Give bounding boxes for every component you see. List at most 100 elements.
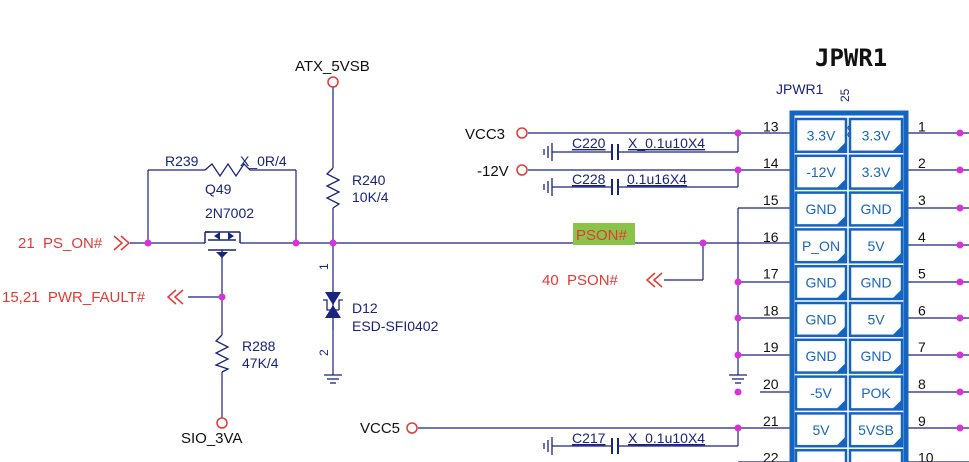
connector-pin-name-right: GND [860, 201, 891, 217]
connector-pin-name-right: GND [860, 275, 891, 291]
connector-pin-name-left: GND [805, 348, 836, 364]
c220-capacitor: C220 X_0.1u10X4 [572, 135, 705, 160]
connector-cell-right [848, 154, 904, 190]
connector-corner-mark [836, 178, 846, 189]
connector-pin-name-left: 5V [812, 422, 830, 438]
connector-pin-number-left: 18 [763, 302, 779, 318]
connector-title: JPWR1 [815, 44, 887, 72]
ps-on-arrow-2 [120, 235, 131, 251]
pwr-fault-arrow-1 [166, 289, 177, 305]
pwr-fault-label: 15,21 PWR_FAULT# [2, 289, 146, 306]
pwr-fault-arrow-2 [173, 289, 184, 305]
vcc3-port [516, 127, 528, 139]
r240-ref: R240 [352, 172, 386, 188]
connector-pin-number-right: 2 [918, 155, 926, 171]
atx-5vsb-port [327, 76, 339, 88]
r240-resistor: R240 10K/4 [325, 167, 389, 209]
connector-corner-mark [892, 325, 902, 336]
connector-corner-mark [892, 362, 902, 373]
pson-arrow-2 [652, 272, 663, 288]
ground-symbols [324, 143, 747, 455]
connector-cell-left [794, 191, 848, 227]
vcc5-label: VCC5 [360, 420, 400, 437]
connector-corner-mark [892, 289, 902, 299]
d12-value: ESD-SFI0402 [352, 318, 439, 334]
connector-pin-number-right: 6 [918, 302, 926, 318]
connector-ref: JPWR1 [776, 81, 824, 97]
connector-pin-number-right: 7 [918, 339, 926, 355]
vcc3-label: VCC3 [465, 126, 505, 143]
connector-pin-name-right: 5V [867, 311, 885, 327]
r239-ref: R239 [165, 153, 199, 169]
connector-cell-left [794, 301, 848, 338]
connector-cell-right [848, 228, 904, 264]
connector-pin-name-right: POK [861, 385, 891, 401]
pson-ref-label: 40 PSON# [542, 272, 619, 289]
junctions [144, 129, 964, 432]
c217-ref: C217 [572, 430, 606, 446]
connector-pin-number-right: 1 [918, 118, 926, 134]
connector-pin-name-left: P_ON [802, 238, 840, 254]
connector-pin-number-left: 22 [763, 450, 779, 462]
connector-cell-right [848, 338, 904, 374]
pson-net-label: PSON# [576, 227, 628, 244]
connector-corner-mark [892, 399, 902, 410]
connector-cell-right [848, 301, 904, 338]
connector-pin-number-left: 20 [763, 376, 779, 392]
d12-ref: D12 [352, 300, 378, 316]
connector-cell-left [794, 154, 848, 190]
c217-capacitor: C217 X_0.1u10X4 [572, 430, 705, 454]
connector-cell-right [848, 191, 904, 227]
connector-body [789, 110, 909, 462]
connector-pin-name-right: 3.3V [862, 164, 891, 180]
vcc5-port [406, 422, 418, 434]
connector-cell-left [794, 448, 848, 462]
connector-corner-mark [892, 252, 902, 263]
connector-pin-name-right: GND [860, 348, 891, 364]
r240-value: 10K/4 [352, 189, 389, 205]
connector-corner-mark [836, 325, 846, 336]
connector-corner-mark [836, 252, 846, 263]
connector-pin-number-right: 5 [918, 266, 926, 282]
r288-resistor: R288 47K/4 [214, 334, 279, 373]
atx-5vsb-label: ATX_5VSB [295, 58, 370, 75]
connector-corner-mark [892, 436, 902, 447]
neg12v-label: -12V [477, 163, 509, 180]
connector-pin-number-right: 9 [918, 413, 926, 429]
q49-ref: Q49 [205, 181, 232, 197]
connector-pin-name-right: 3.3V [862, 127, 891, 143]
connector-pin-number-left: 13 [763, 118, 779, 134]
wires-connector-left [418, 132, 790, 462]
r288-value: 47K/4 [242, 355, 279, 371]
connector-pin-number-right: 4 [918, 229, 926, 245]
pson-arrow-1 [645, 272, 656, 288]
connector-pin-number-left: 19 [763, 339, 779, 355]
connector-corner-mark [892, 141, 902, 152]
connector-pin-number-left: 21 [763, 413, 779, 429]
d12-pin2: 2 [317, 349, 331, 356]
c228-ref: C228 [572, 171, 606, 187]
d12-diode: D12 ESD-SFI0402 1 2 [317, 263, 439, 356]
connector-pin-name-left: -12V [806, 164, 836, 180]
connector-cell-left [794, 375, 848, 411]
connector-cell-left [794, 264, 848, 301]
connector-pin-name-right: 5V [867, 238, 885, 254]
connector-pin-name-left: GND [805, 275, 836, 291]
power-ports [216, 76, 528, 434]
connector-corner-mark [836, 289, 846, 299]
connector-pin-number-right: 3 [918, 192, 926, 208]
connector-cell-left [794, 338, 848, 374]
connector-cell-right [848, 448, 904, 462]
pson-highlight [573, 223, 635, 245]
c228-value: 0.1u16X4 [627, 171, 687, 187]
sio-3va-port [216, 417, 228, 429]
c217-value: X_0.1u10X4 [628, 430, 705, 446]
connector-pin-name-left: GND [805, 311, 836, 327]
connector-pin-name-left: 3.3V [807, 127, 836, 143]
connector-pin-number-right: 10 [918, 450, 934, 462]
connector-jpwr1: JPWR1 JPWR1 25 26 3.3V3.3V131-12V3.3V142… [763, 44, 934, 462]
connector-cell-right [848, 412, 904, 448]
r288-ref: R288 [242, 338, 276, 354]
connector-cell-left [794, 228, 848, 264]
connector-pin-name-left: 5V [812, 459, 830, 462]
